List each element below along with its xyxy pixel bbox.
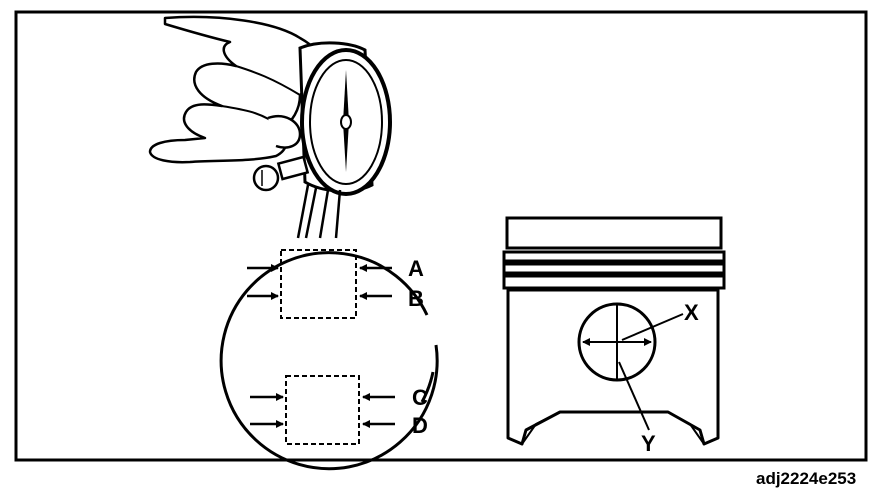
- label-c: C: [412, 385, 428, 410]
- label-x: X: [684, 300, 699, 325]
- leader-y: [618, 361, 650, 431]
- label-y: Y: [641, 431, 656, 456]
- label-a: A: [408, 256, 424, 281]
- lower-measure-zone: [285, 375, 360, 445]
- cylinder-bore: [219, 251, 439, 471]
- bore-gauge-icon: [252, 41, 392, 239]
- figure-code: adj2224e253: [756, 469, 856, 488]
- diagram-frame: [14, 10, 868, 462]
- label-d: D: [412, 413, 428, 438]
- label-b: B: [408, 286, 424, 311]
- upper-measure-zone: [280, 249, 357, 319]
- leader-x: [621, 313, 684, 341]
- piston-icon: [502, 216, 726, 446]
